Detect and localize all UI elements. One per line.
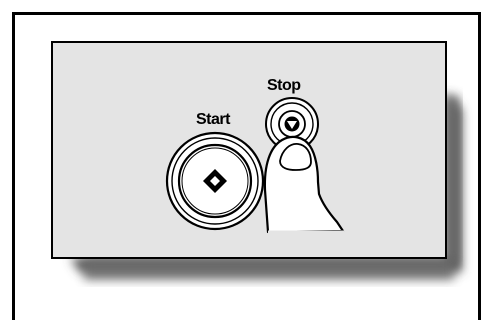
start-button[interactable] <box>167 133 263 229</box>
stop-icon <box>285 117 300 132</box>
start-label: Start <box>196 112 230 128</box>
stop-label: Stop <box>267 78 301 94</box>
